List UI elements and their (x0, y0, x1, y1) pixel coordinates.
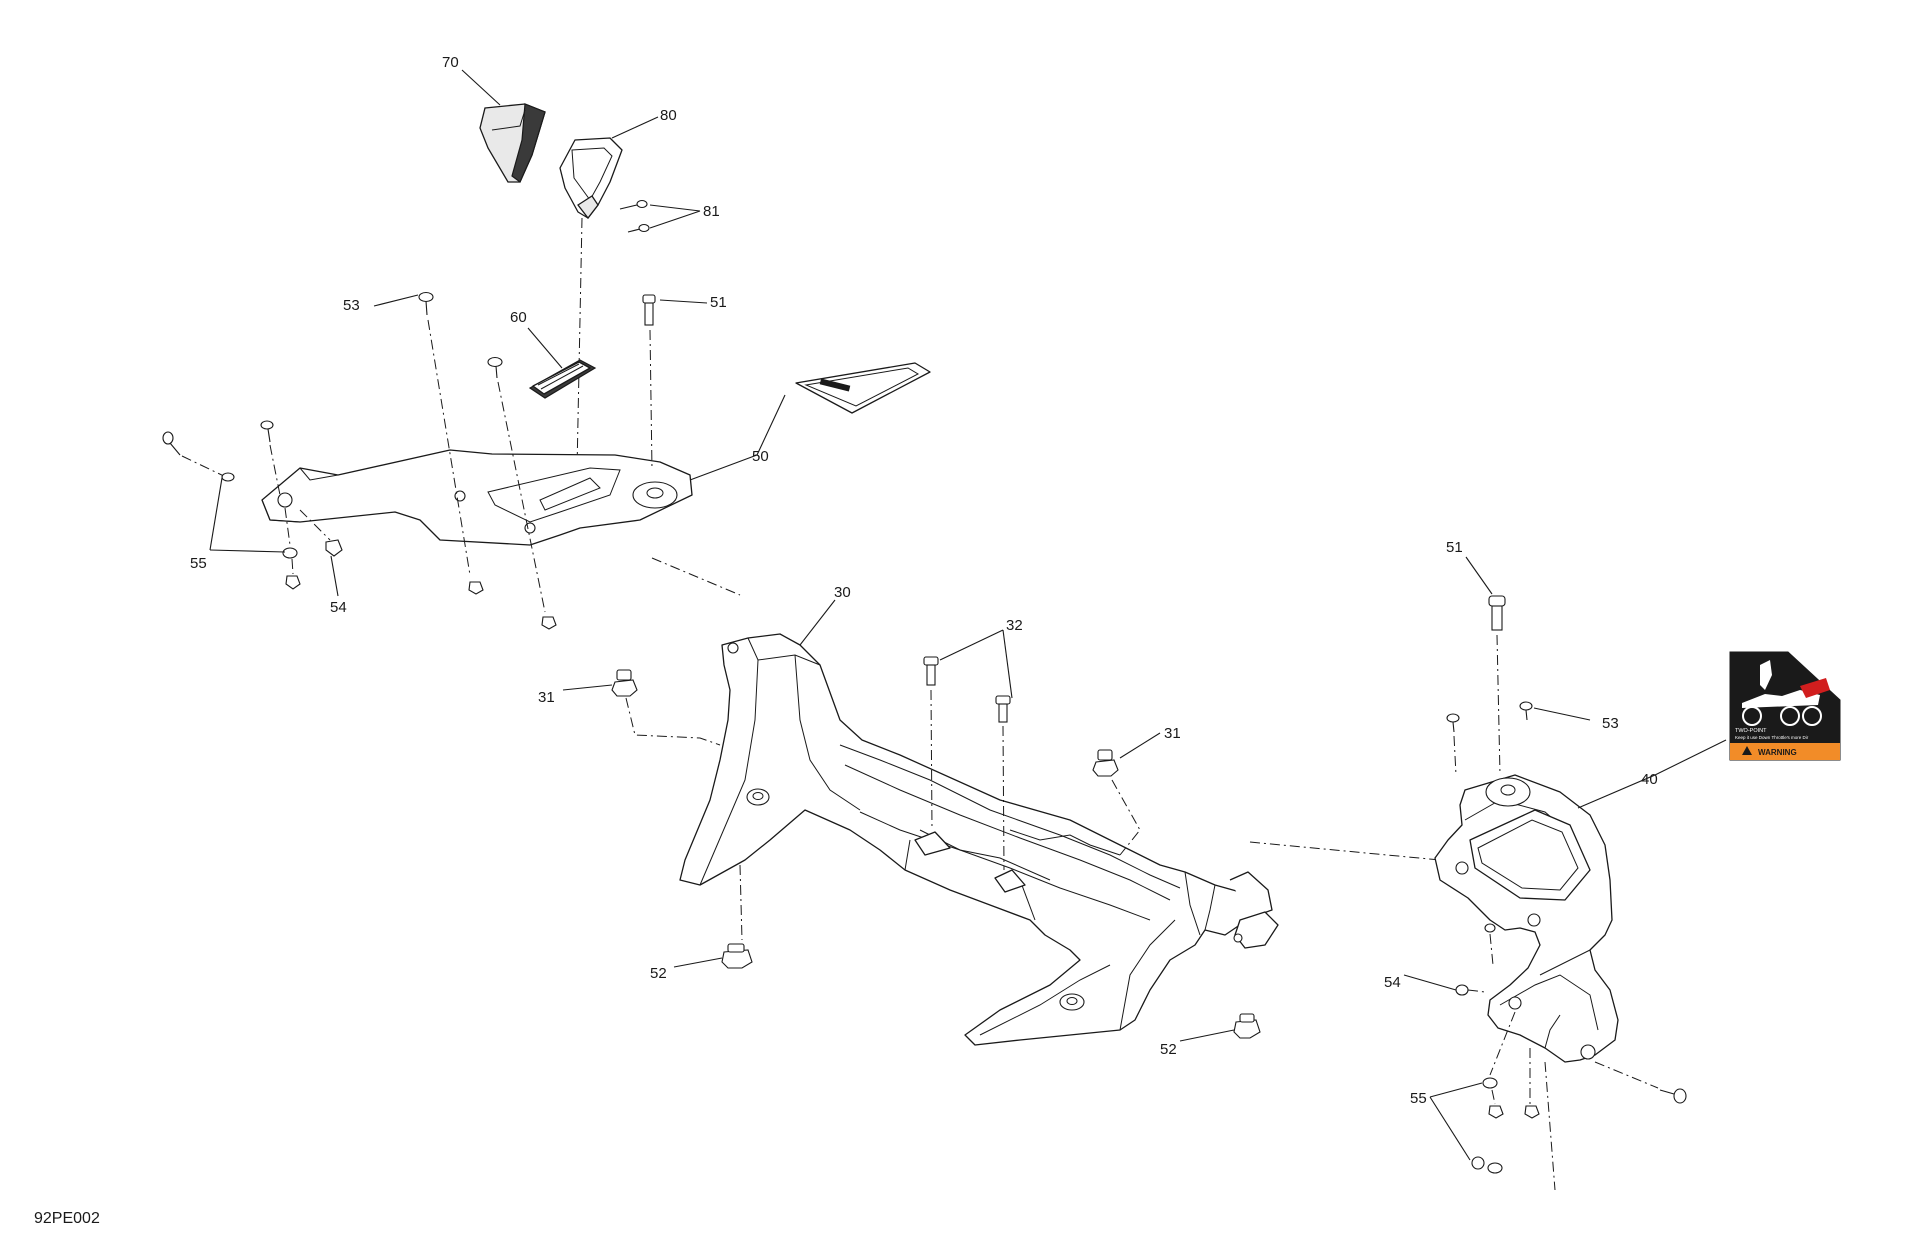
assembly-axis-2 (651, 557, 741, 596)
part-80-handle (559, 137, 623, 220)
callout-81: 81 (703, 203, 720, 220)
callout-31-left: 31 (538, 689, 555, 706)
callout-30: 30 (834, 584, 851, 601)
callout-40: 40 (1641, 771, 1658, 788)
callout-70: 70 (442, 54, 459, 71)
callout-leaders (209, 69, 1727, 1161)
assembly-axis (576, 217, 583, 471)
callout-53-right: 53 (1602, 715, 1619, 732)
upper-left-hardware (162, 291, 656, 630)
callout-32: 32 (1006, 617, 1023, 634)
right-bracket-hardware (1446, 595, 1687, 1191)
part-60-grip-pad (528, 359, 597, 399)
part-81-screws (619, 199, 650, 233)
assembly-axis-3 (1249, 841, 1441, 861)
part-30-main-frame (679, 633, 1279, 1046)
callout-31-right: 31 (1164, 725, 1181, 742)
callout-52-left: 52 (650, 965, 667, 982)
warning-decal-orange-band (1730, 743, 1840, 760)
warning-decal-line1: TWO-POINT (1735, 728, 1767, 734)
callout-54: 54 (330, 599, 347, 616)
part-40-right-bracket (1434, 774, 1619, 1063)
callout-60: 60 (510, 309, 527, 326)
warning-decal-warning-label: WARNING (1758, 748, 1797, 757)
warning-decal-line2: Keep it use Down Throttle's more Dir (1735, 735, 1809, 740)
callout-52-right: 52 (1160, 1041, 1177, 1058)
callout-53: 53 (343, 297, 360, 314)
callout-50: 50 (752, 448, 769, 465)
callout-55-right: 55 (1410, 1090, 1427, 1107)
frame-hardware (611, 656, 1261, 1039)
part-50-decal (795, 362, 931, 414)
callout-55: 55 (190, 555, 207, 572)
figure-code: 92PE002 (34, 1210, 100, 1227)
callout-51-right: 51 (1446, 539, 1463, 556)
upper-left-plate (261, 449, 693, 546)
callout-54-right: 54 (1384, 974, 1401, 991)
part-70-handle-cover (479, 103, 546, 183)
warning-decal: TWO-POINT Keep it use Down Throttle's mo… (1729, 651, 1841, 761)
callout-80: 80 (660, 107, 677, 124)
callout-labels: 70 80 81 53 60 51 50 55 54 30 32 31 31 5… (190, 54, 1658, 1107)
callout-51: 51 (710, 294, 727, 311)
